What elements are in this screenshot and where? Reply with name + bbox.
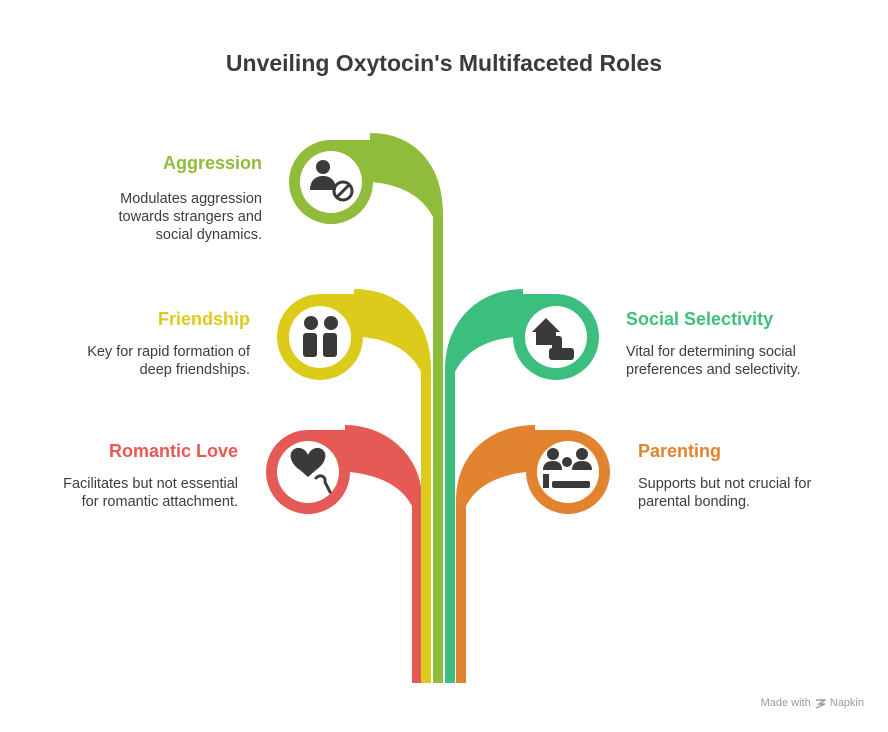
footer-brand: Napkin: [829, 697, 864, 709]
label-parenting: Parenting: [638, 441, 722, 461]
person-block-icon: [310, 160, 354, 202]
label-romantic-love: Romantic Love: [108, 441, 238, 461]
two-friends-icon: [303, 316, 338, 357]
family-icon: [543, 448, 592, 488]
label-friendship: Friendship: [157, 309, 250, 329]
desc-social-selectivity: Vital for determining social preferences…: [626, 344, 801, 378]
page-title: Unveiling Oxytocin's Multifaceted Roles: [225, 50, 663, 76]
footer-prefix: Made with: [760, 697, 811, 709]
desc-friendship: Key for rapid formation of deep friendsh…: [87, 344, 250, 378]
heart-hand-icon: [290, 447, 332, 494]
made-with-napkin[interactable]: Made with Napkin: [761, 697, 864, 709]
bulb-aggression: [289, 140, 438, 230]
desc-aggression: Modulates aggression towards strangers a…: [118, 191, 262, 243]
home-select-icon: [532, 318, 574, 360]
napkin-logo-icon: [815, 698, 826, 709]
desc-parenting: Supports but not crucial for parental bo…: [638, 476, 812, 510]
label-social-selectivity: Social Selectivity: [626, 309, 774, 329]
label-aggression: Aggression: [162, 153, 262, 173]
desc-romantic-love: Facilitates but not essential for romant…: [63, 476, 238, 510]
